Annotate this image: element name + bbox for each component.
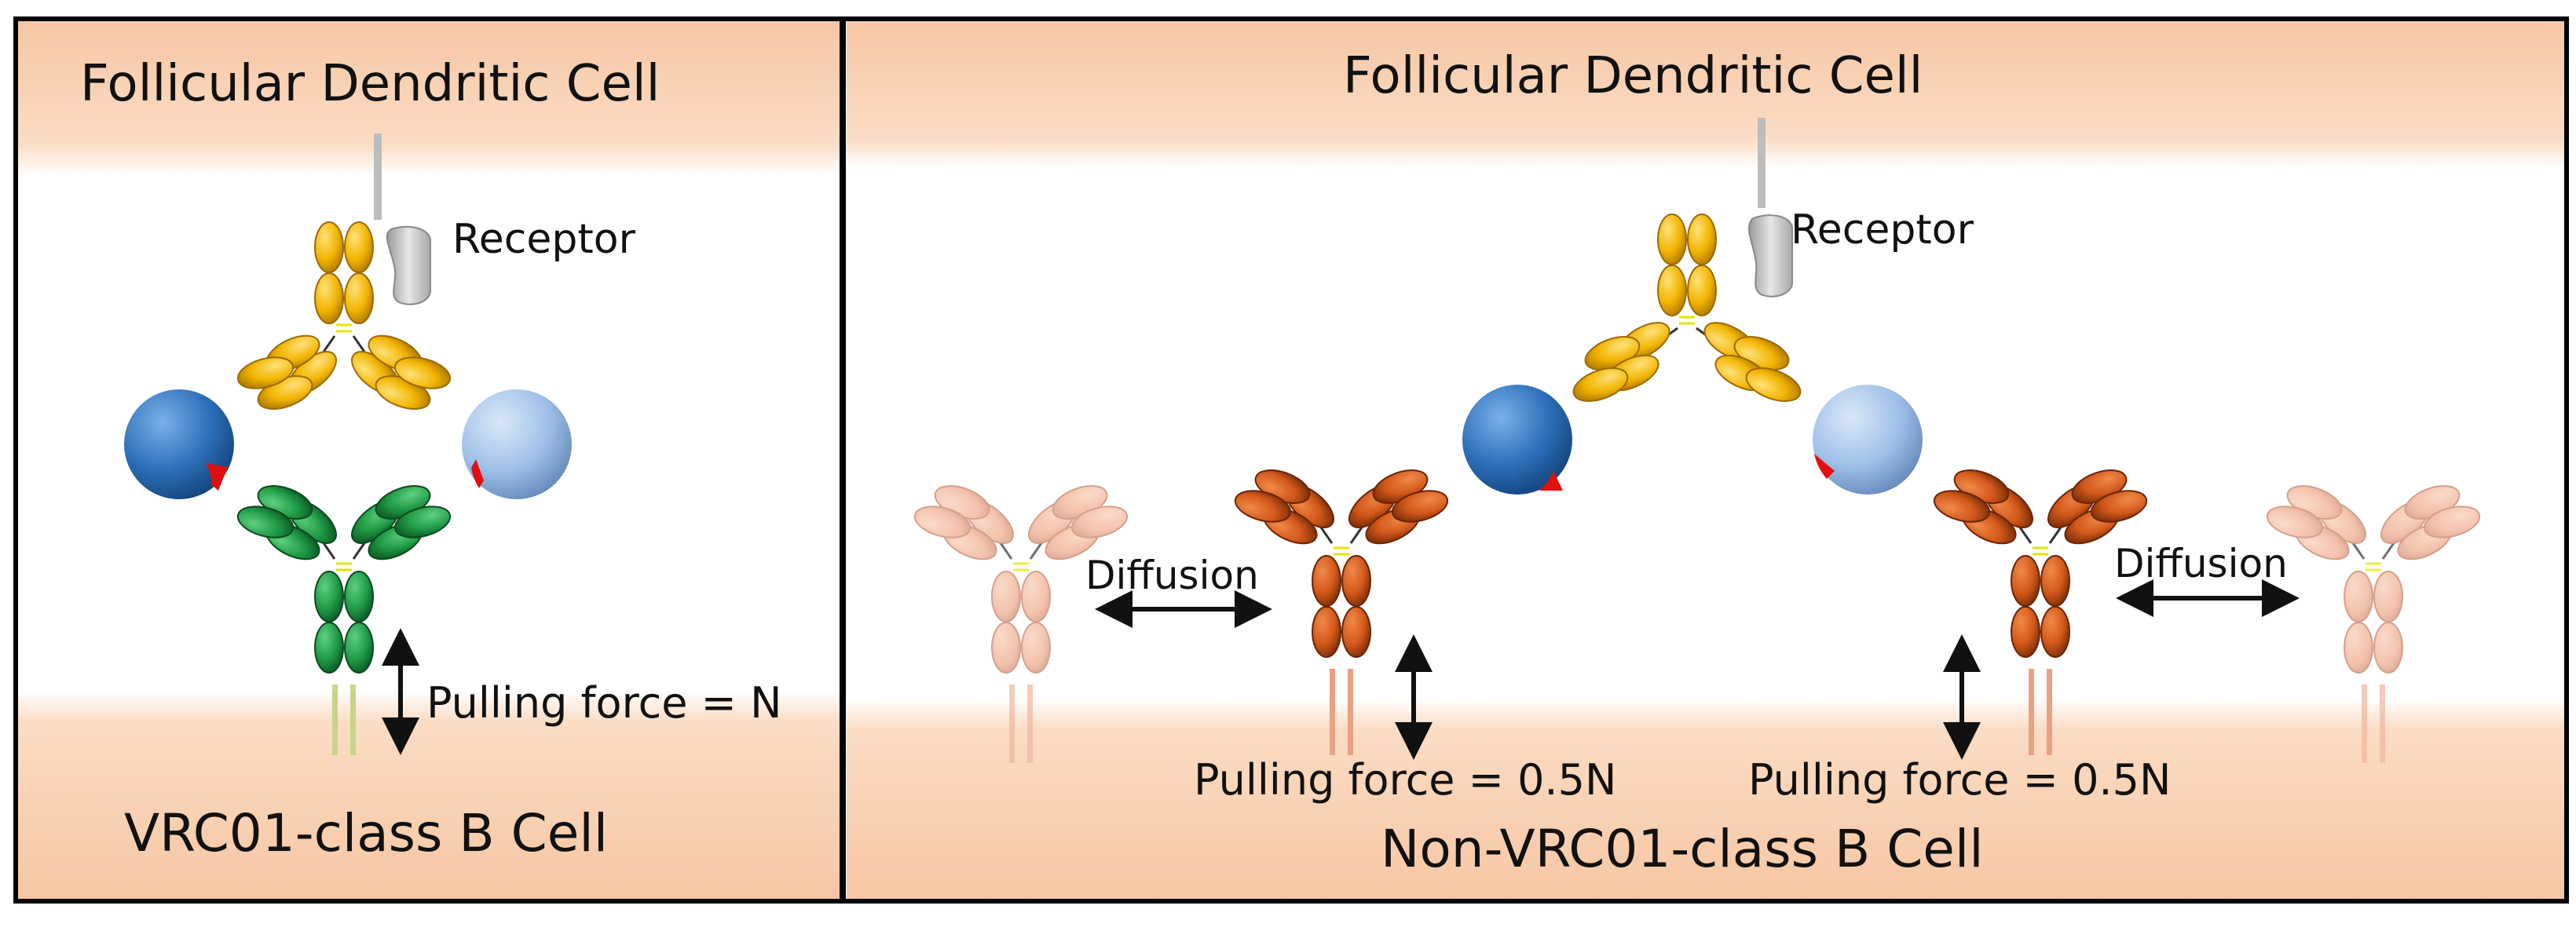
antigen-dark-right [1462, 385, 1572, 495]
receptor-left [374, 133, 431, 305]
epitope-left-1 [206, 463, 228, 491]
bcell-label-left: VRC01-class B Cell [124, 803, 608, 863]
fdc-membrane-left [16, 19, 840, 176]
fdc-label-right: Follicular Dendritic Cell [1343, 47, 1923, 105]
diffusion-label-right: Diffusion [2114, 541, 2288, 586]
pulling-force-label-left: Pulling force = N [426, 678, 781, 728]
pulling-force-label-right-2: Pulling force = 0.5N [1748, 755, 2171, 805]
antigen-light-left [462, 389, 572, 499]
receptor-label-right: Receptor [1791, 206, 1974, 254]
right-panel-border [841, 16, 2569, 904]
epitope-right-2 [1814, 454, 1835, 479]
receptor-label-left: Receptor [452, 216, 636, 263]
bcell-membrane-right [847, 699, 2567, 901]
pulling-force-label-right-1: Pulling force = 0.5N [1194, 755, 1616, 805]
left-panel: Follicular Dendritic Cell Receptor Pulli… [16, 19, 840, 901]
fdc-membrane-right [847, 19, 2567, 168]
receptor-right [1748, 118, 1793, 298]
right-panel: Follicular Dendritic Cell Receptor [847, 19, 2567, 901]
antigen-dark-left [124, 389, 234, 499]
epitope-right-1 [1539, 471, 1563, 491]
diffusion-label-left: Diffusion [1085, 553, 1259, 598]
antigen-light-right [1813, 385, 1923, 495]
epitope-left-2 [471, 459, 484, 488]
bcell-membrane-left [16, 691, 840, 901]
fdc-label-left: Follicular Dendritic Cell [80, 55, 660, 113]
bcell-label-right: Non-VRC01-class B Cell [1381, 819, 1984, 879]
